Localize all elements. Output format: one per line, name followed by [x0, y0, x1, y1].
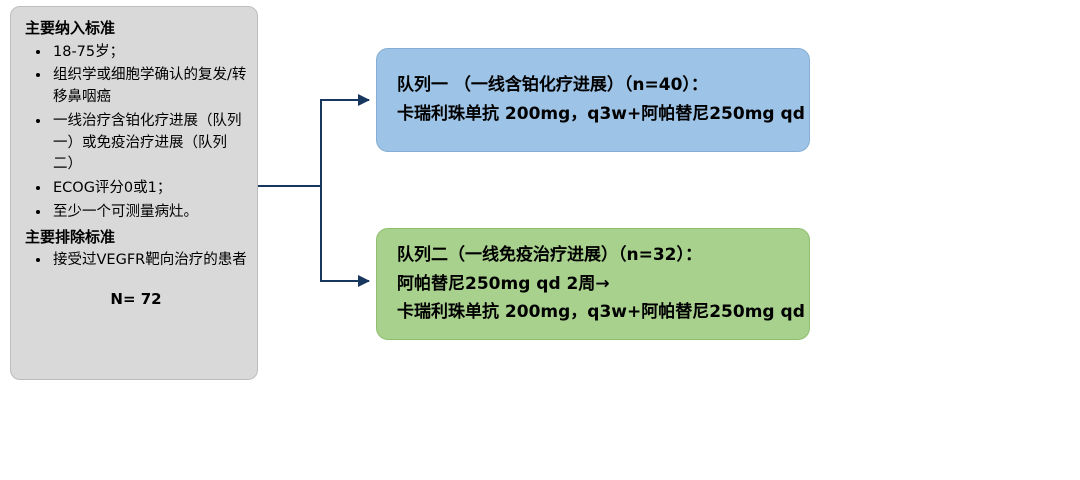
connector-bottom-arrow [320, 186, 370, 287]
connector-top-arrow [320, 94, 370, 186]
list-item: 一线治疗含铂化疗进展（队列一）或免疫治疗进展（队列二） [51, 111, 247, 176]
total-enrollment: N= 72 [110, 289, 162, 308]
cohort2-regimen-step2: 卡瑞利珠单抗 200mg，q3w+阿帕替尼250mg qd [397, 302, 805, 323]
list-item: 至少一个可测量病灶。 [51, 202, 247, 224]
list-item: 18-75岁； [51, 42, 247, 64]
eligibility-criteria-box: 主要纳入标准 18-75岁； 组织学或细胞学确认的复发/转移鼻咽癌 一线治疗含铂… [10, 6, 258, 380]
cohort1-regimen: 卡瑞利珠单抗 200mg，q3w+阿帕替尼250mg qd [397, 104, 805, 124]
list-item: 组织学或细胞学确认的复发/转移鼻咽癌 [51, 65, 247, 109]
exclusion-criteria-heading: 主要排除标准 [25, 227, 116, 246]
cohort1-box: 队列一 （一线含铂化疗进展）（n=40）： 卡瑞利珠单抗 200mg，q3w+阿… [376, 48, 810, 152]
cohort2-box: 队列二（一线免疫治疗进展）（n=32）： 阿帕替尼250mg qd 2周→ 卡瑞… [376, 228, 810, 340]
exclusion-criteria-list: 接受过VEGFR靶向治疗的患者 [25, 250, 247, 272]
cohort2-regimen-step1: 阿帕替尼250mg qd 2周→ [397, 273, 610, 294]
cohort2-title: 队列二（一线免疫治疗进展）（n=32）： [397, 244, 703, 265]
cohort1-title: 队列一 （一线含铂化疗进展）（n=40）： [397, 75, 708, 96]
inclusion-criteria-list: 18-75岁； 组织学或细胞学确认的复发/转移鼻咽癌 一线治疗含铂化疗进展（队列… [25, 42, 247, 224]
list-item: 接受过VEGFR靶向治疗的患者 [51, 250, 247, 272]
list-item: ECOG评分0或1； [51, 178, 247, 200]
inclusion-criteria-heading: 主要纳入标准 [25, 19, 116, 37]
